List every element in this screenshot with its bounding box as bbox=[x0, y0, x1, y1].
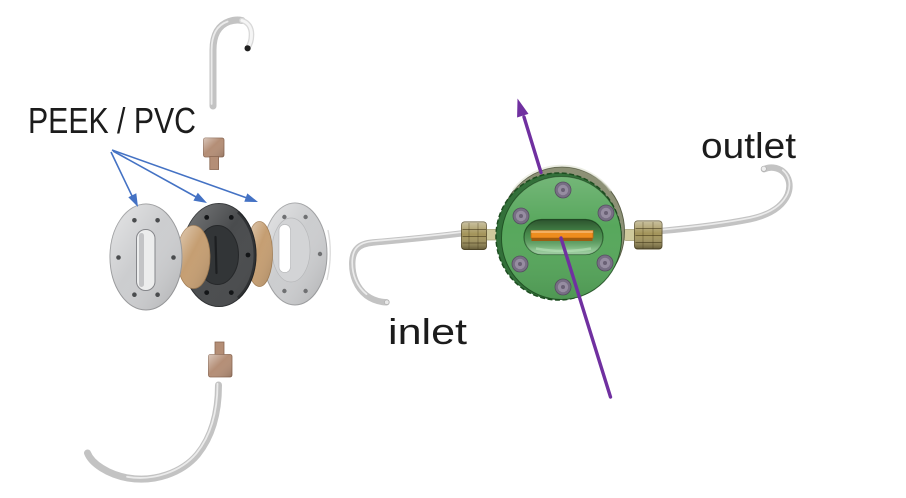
fitting-stem bbox=[209, 156, 220, 170]
callout-arrowhead-icon bbox=[193, 192, 207, 203]
bolt-hole bbox=[228, 290, 234, 295]
flange-front-top-highlight bbox=[116, 197, 173, 219]
fitting-nut-knurl bbox=[462, 223, 486, 249]
ferrule-fitting-top bbox=[203, 137, 225, 170]
cell-body bbox=[495, 164, 625, 301]
beam-arrowhead-icon bbox=[517, 98, 529, 118]
bottom-tube-highlight bbox=[126, 382, 219, 479]
inlet-tube-body bbox=[349, 230, 465, 306]
dark-disc-slit bbox=[214, 235, 218, 275]
fitting-sheen bbox=[208, 354, 232, 377]
cell-rim-highlight bbox=[512, 164, 612, 192]
callout-line-back-flange bbox=[111, 149, 248, 199]
top-tube-highlight bbox=[210, 20, 229, 105]
top-tube bbox=[209, 16, 255, 110]
flange-front-slot bbox=[136, 229, 156, 291]
bolt-hole bbox=[204, 290, 210, 295]
fitting-nut-knurl bbox=[635, 222, 662, 249]
screw bbox=[597, 204, 615, 222]
flange-front bbox=[109, 197, 183, 311]
inlet-tube bbox=[349, 230, 465, 306]
callout-arrowhead-icon bbox=[128, 193, 138, 207]
inlet-label: inlet bbox=[388, 311, 467, 352]
bottom-tube bbox=[84, 381, 222, 483]
beam-arrow bbox=[517, 98, 613, 399]
fitting-nut-sheen bbox=[461, 222, 487, 250]
top-tube-hook-highlight bbox=[240, 19, 254, 50]
screw bbox=[512, 207, 530, 225]
bolt-hole bbox=[155, 218, 160, 223]
callout-line-front-flange bbox=[110, 151, 134, 199]
screw bbox=[554, 278, 572, 296]
cell-screws bbox=[511, 181, 615, 296]
outlet-tube-tip bbox=[760, 165, 767, 172]
top-tube-body bbox=[209, 16, 246, 110]
exploded-assembly: PEEK / PVC bbox=[28, 16, 331, 483]
bolt-hole bbox=[132, 218, 137, 223]
inlet-tube-highlight bbox=[351, 231, 462, 296]
flange-back bbox=[262, 202, 331, 306]
outlet-tube bbox=[657, 164, 793, 235]
screw bbox=[511, 255, 529, 273]
callout-arrowhead-icon bbox=[244, 193, 258, 202]
beam-line-upper bbox=[522, 115, 543, 175]
screw bbox=[554, 181, 572, 199]
bolt-hole bbox=[317, 251, 323, 257]
window-bottom-lip bbox=[535, 247, 592, 253]
beam-line-lower bbox=[559, 236, 613, 399]
callout-line-dark-disc bbox=[112, 150, 198, 199]
bolt-hole bbox=[132, 292, 137, 298]
bolt-hole bbox=[303, 214, 308, 220]
bolt-hole bbox=[282, 288, 287, 294]
inlet-tube-tip bbox=[384, 299, 390, 305]
electrode-bar-highlight bbox=[531, 230, 593, 233]
bolt-hole bbox=[155, 292, 160, 298]
inlet-fitting-nut bbox=[461, 221, 487, 250]
flange-front-slot-shade bbox=[139, 233, 144, 287]
flange-front-bolt-holes bbox=[116, 218, 176, 298]
flange-back-slot bbox=[278, 224, 291, 273]
flange-back-ghost-ring bbox=[326, 229, 331, 281]
bolt-hole bbox=[228, 215, 234, 220]
tube-opening-dot bbox=[244, 45, 251, 52]
assembled-cell: inlet outlet bbox=[349, 98, 796, 399]
outlet-fitting-nut bbox=[634, 220, 663, 250]
bolt-hole bbox=[171, 255, 176, 260]
dark-disc-rim-shadow bbox=[237, 210, 257, 300]
bolt-hole bbox=[282, 214, 287, 220]
bolt-hole bbox=[116, 255, 121, 260]
ferrule-fitting-bottom bbox=[208, 341, 233, 378]
bolt-hole bbox=[204, 215, 210, 220]
gasket-front-sheen bbox=[177, 225, 210, 289]
flange-back-plateau bbox=[271, 217, 311, 283]
outlet-label: outlet bbox=[701, 125, 796, 166]
bolt-hole bbox=[303, 288, 308, 294]
fitting-stem bbox=[214, 341, 225, 356]
bolt-hole bbox=[245, 252, 251, 258]
material-callout: PEEK / PVC bbox=[28, 100, 258, 207]
material-label: PEEK / PVC bbox=[28, 100, 196, 141]
outlet-tube-highlight bbox=[660, 169, 791, 231]
bottom-tube-body bbox=[84, 381, 222, 483]
screw bbox=[596, 254, 614, 272]
fitting-sheen bbox=[203, 138, 224, 157]
